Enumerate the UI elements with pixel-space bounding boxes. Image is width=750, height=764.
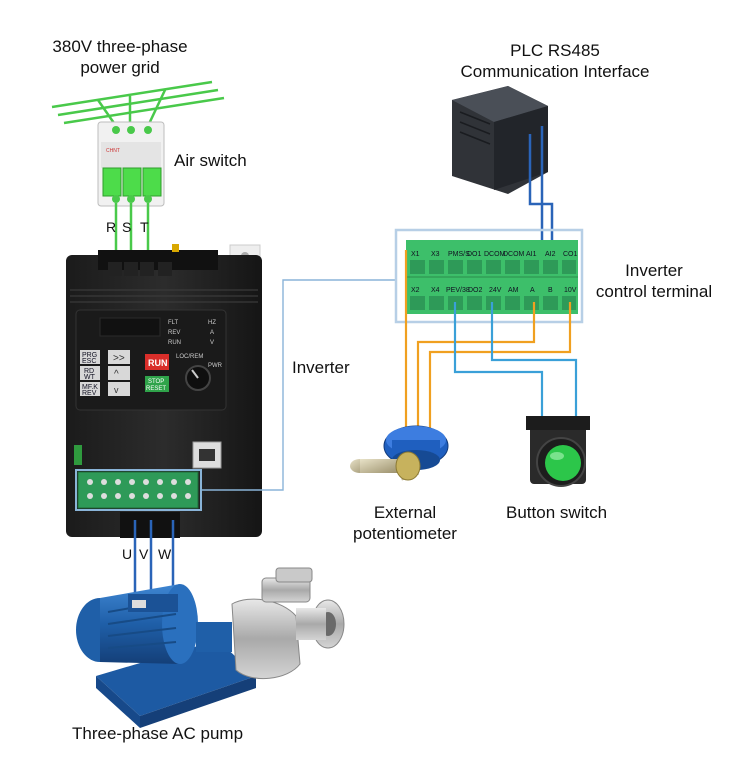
- plc-unit: [452, 86, 548, 194]
- button-switch-label: Button switch: [506, 503, 608, 522]
- svg-text:PWR: PWR: [208, 363, 223, 369]
- potentiometer-label-line2: potentiometer: [353, 524, 457, 543]
- terminal-label: X4: [431, 287, 440, 294]
- terminal-label: 24V: [489, 287, 502, 294]
- svg-text:LOC/REM: LOC/REM: [176, 354, 203, 360]
- svg-text:MF.K: MF.K: [82, 384, 98, 391]
- plc-label-line1: PLC RS485: [510, 41, 600, 60]
- svg-text:CHNT: CHNT: [106, 148, 120, 154]
- svg-text:A: A: [210, 330, 214, 336]
- control-terminal-label-line2: control terminal: [595, 282, 713, 301]
- plc-label-line2: Communication Interface: [460, 62, 650, 81]
- phase-label-w: W: [158, 546, 172, 562]
- terminal-label: X2: [411, 287, 420, 294]
- svg-text:RESET: RESET: [146, 386, 166, 392]
- button-switch-device: [526, 416, 590, 487]
- potentiometer-wires: [404, 250, 572, 432]
- power-grid-label: 380V three-phase power grid: [30, 36, 210, 78]
- svg-text:>>: >>: [113, 353, 125, 364]
- power-grid-label-line1: 380V three-phase: [52, 37, 188, 56]
- potentiometer-label-line1: External: [373, 503, 437, 522]
- phase-label-t: T: [140, 219, 149, 235]
- svg-text:^: ^: [114, 369, 119, 380]
- button-switch-wires: [453, 302, 578, 428]
- potentiometer-label: External potentiometer: [330, 502, 480, 544]
- plc-label: PLC RS485 Communication Interface: [428, 40, 682, 82]
- pump-label: Three-phase AC pump: [72, 724, 244, 743]
- svg-text:HZ: HZ: [208, 320, 216, 326]
- phase-label-u: U: [122, 546, 133, 562]
- svg-text:PRG: PRG: [82, 352, 97, 359]
- terminal-label: 10V: [564, 287, 577, 294]
- phase-label-r: R: [106, 219, 117, 235]
- svg-text:REV: REV: [82, 390, 97, 397]
- terminal-label: DO2: [468, 287, 483, 294]
- phase-label-v: V: [139, 546, 149, 562]
- terminal-label: DO1: [467, 251, 482, 258]
- terminal-label: DCOM: [503, 251, 525, 258]
- terminal-label: DCOM: [484, 251, 506, 258]
- power-grid-label-line2: power grid: [80, 58, 160, 77]
- control-terminal-label-line1: Inverter: [625, 261, 683, 280]
- svg-text:RUN: RUN: [168, 340, 181, 346]
- svg-text:REV: REV: [168, 330, 180, 336]
- svg-text:RUN: RUN: [148, 358, 168, 368]
- air-switch-breaker: CHNT: [97, 121, 165, 207]
- terminal-label: AI1: [526, 251, 537, 258]
- leader-line: [201, 279, 395, 491]
- terminal-label: X1: [411, 251, 420, 258]
- control-terminal-label: Inverter control terminal: [584, 260, 724, 302]
- terminal-label: B: [548, 287, 553, 294]
- terminal-label: PMS/S: [448, 251, 470, 258]
- svg-text:STOP: STOP: [148, 379, 164, 385]
- terminal-label: X3: [431, 251, 440, 258]
- potentiometer: [350, 425, 449, 481]
- terminal-label: CO1: [563, 251, 578, 258]
- svg-text:RD: RD: [84, 368, 94, 375]
- svg-text:V: V: [210, 340, 214, 346]
- svg-text:FLT: FLT: [168, 320, 179, 326]
- svg-text:ESC: ESC: [82, 358, 96, 365]
- air-switch-label: Air switch: [174, 151, 247, 170]
- inverter-label: Inverter: [292, 358, 350, 377]
- terminal-label: AM: [508, 287, 519, 294]
- terminal-label: PEV/38: [446, 287, 470, 294]
- power-grid-lines: [51, 80, 225, 128]
- terminal-label: A: [530, 287, 535, 294]
- ac-pump: [76, 567, 345, 728]
- svg-text:v: v: [114, 385, 119, 395]
- terminal-label: AI2: [545, 251, 556, 258]
- control-terminal-block: X1 X3 PMS/S DO1 DCOM DCOM AI1 AI2 CO1 X2…: [394, 228, 584, 324]
- svg-text:WT: WT: [84, 374, 96, 381]
- phase-label-s: S: [122, 219, 132, 235]
